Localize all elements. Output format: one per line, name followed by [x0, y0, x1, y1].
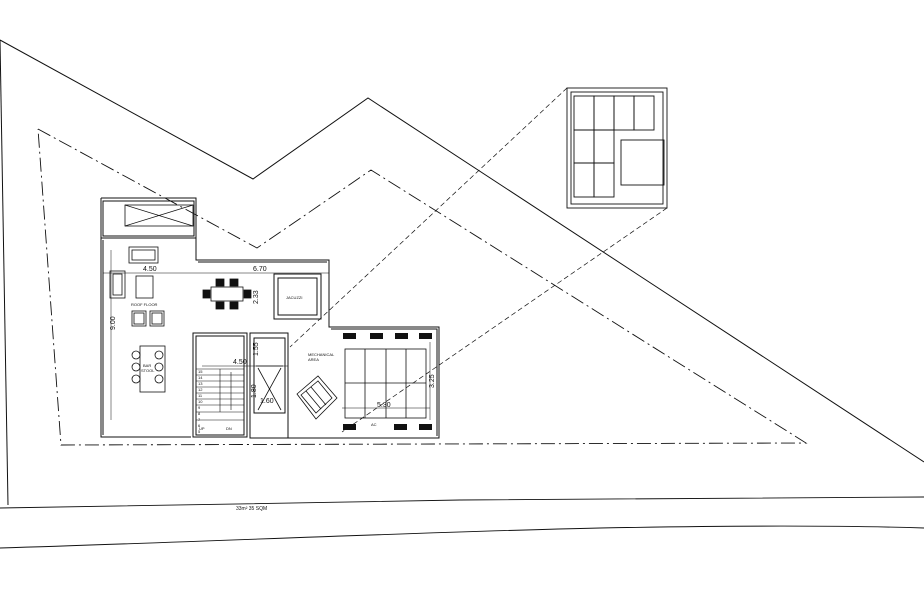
dim-900: 9.00 [110, 316, 117, 330]
stair-number: 12 [198, 387, 203, 392]
dim-450-mid: 4.50 [233, 359, 247, 366]
water-heater [296, 375, 338, 420]
dim-233: 2.33 [253, 290, 260, 304]
building-walls [100, 197, 440, 439]
dim-325: 3.25 [429, 374, 436, 388]
bar-table [131, 345, 166, 393]
ac-units-top [343, 333, 432, 339]
armchair-left [109, 270, 126, 299]
roof-floor-label: ROOF FLOOR [131, 302, 158, 307]
stair-number: 5 [198, 429, 201, 434]
dim-160: 1.60 [260, 398, 274, 405]
stair-number: 14 [198, 375, 203, 380]
dim-450-top: 4.50 [143, 266, 157, 273]
skylight [124, 204, 194, 227]
dim-155: 1.55 [253, 342, 260, 356]
stair-number: 10 [198, 399, 203, 404]
road-area-label: 33m² 35 SQM [236, 506, 267, 512]
dimension-lines [103, 250, 431, 420]
ac-label: AC [371, 422, 377, 427]
bar-label-line2: STOOL [141, 368, 155, 373]
stair-number: 11 [198, 393, 203, 398]
site-boundary [0, 39, 924, 506]
stair-number: 9 [198, 405, 201, 410]
solar-panel-detail [566, 87, 668, 209]
solar-panel-array [344, 348, 427, 419]
setback-line [37, 128, 808, 446]
stair-dn-label: DN [226, 426, 232, 431]
dim-670: 6.70 [253, 266, 267, 273]
bar-label-line1: BAR [143, 363, 151, 368]
coffee-table [135, 275, 154, 299]
stair-number: 15 [198, 369, 203, 374]
mechanical-label-line2: AREA [308, 357, 319, 362]
detail-leader-lines [289, 87, 668, 433]
sofa [128, 246, 159, 264]
stair-number: 8 [198, 411, 201, 416]
stair-number: 6 [198, 423, 201, 428]
stair-number: 7 [198, 417, 201, 422]
stair-number: 13 [198, 381, 203, 386]
staircase [196, 368, 244, 421]
dim-530: 5.30 [377, 402, 391, 409]
lounge-chairs [131, 310, 165, 327]
jacuzzi-label: JACUZZI [286, 295, 302, 300]
stair-up-label: UP [199, 426, 205, 431]
jacuzzi [273, 273, 322, 320]
ac-units-bottom [343, 424, 432, 430]
dining-set [202, 278, 252, 310]
mechanical-label-line1: MECHANICAL [308, 352, 335, 357]
dim-180: 1.80 [251, 384, 258, 398]
